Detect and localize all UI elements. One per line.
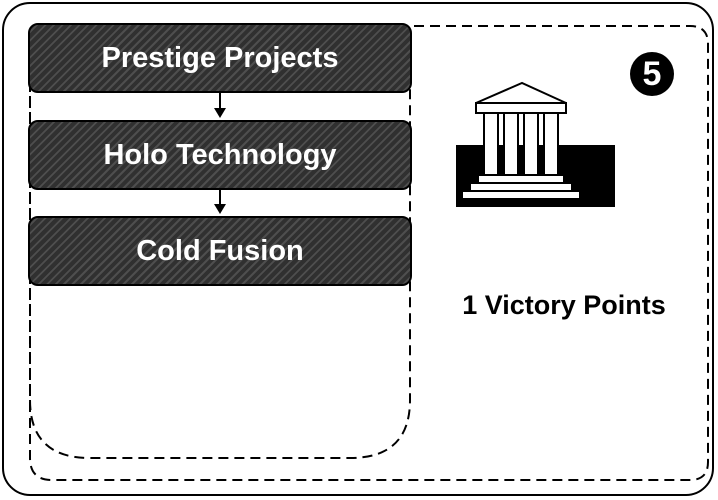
tech-track-label: Cold Fusion xyxy=(136,234,304,267)
tech-track-holo-technology[interactable]: Holo Technology xyxy=(28,120,412,190)
tech-track-label: Prestige Projects xyxy=(101,41,339,74)
tech-track-label: Holo Technology xyxy=(103,138,337,171)
tech-track-cold-fusion[interactable]: Cold Fusion xyxy=(28,216,412,286)
tech-track-prestige-projects[interactable]: Prestige Projects xyxy=(28,23,412,93)
victory-points-text: 1 Victory Points xyxy=(462,290,666,320)
tier-number-badge: 5 xyxy=(630,52,674,96)
